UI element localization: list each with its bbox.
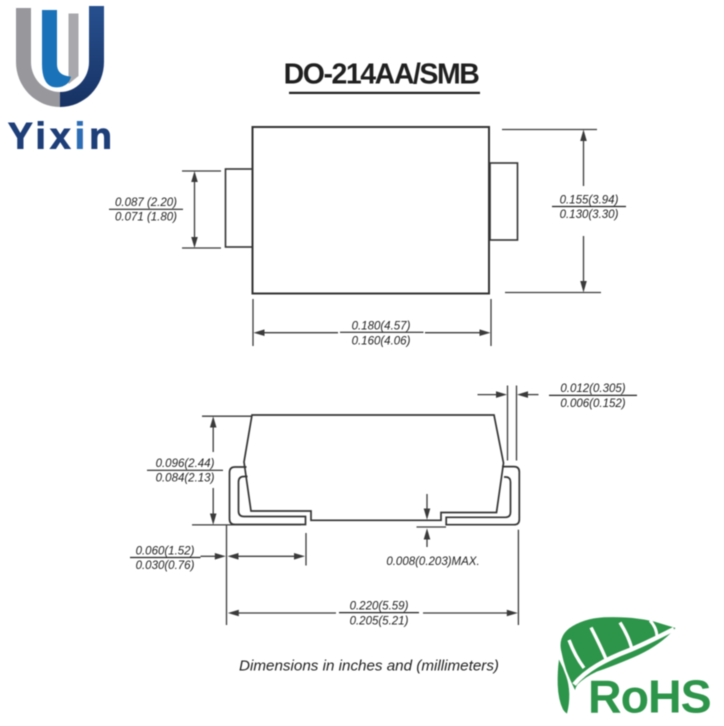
svg-text:0.030(0.76): 0.030(0.76) [136, 560, 195, 572]
svg-text:0.155(3.94): 0.155(3.94) [560, 195, 619, 207]
svg-text:0.006(0.152): 0.006(0.152) [560, 398, 625, 410]
svg-text:0.096(2.44): 0.096(2.44) [156, 458, 215, 470]
svg-text:RoHS: RoHS [588, 671, 711, 723]
svg-text:0.008(0.203)MAX.: 0.008(0.203)MAX. [386, 556, 479, 568]
svg-text:0.130(3.30): 0.130(3.30) [560, 209, 619, 221]
svg-text:0.060(1.52): 0.060(1.52) [136, 546, 195, 558]
svg-text:Yixin: Yixin [8, 116, 116, 157]
svg-text:0.205(5.21): 0.205(5.21) [350, 616, 409, 628]
svg-text:0.180(4.57): 0.180(4.57) [352, 321, 411, 333]
svg-text:0.160(4.06): 0.160(4.06) [352, 336, 411, 348]
svg-text:Dimensions in inches and (mill: Dimensions in inches and (millimeters) [239, 658, 499, 675]
svg-text:DO-214AA/SMB: DO-214AA/SMB [284, 59, 480, 91]
svg-text:0.084(2.13): 0.084(2.13) [156, 473, 215, 485]
svg-text:0.220(5.59): 0.220(5.59) [350, 601, 409, 613]
svg-text:0.087 (2.20): 0.087 (2.20) [115, 197, 177, 209]
svg-text:0.012(0.305): 0.012(0.305) [560, 383, 625, 395]
svg-text:0.071 (1.80): 0.071 (1.80) [115, 212, 177, 224]
